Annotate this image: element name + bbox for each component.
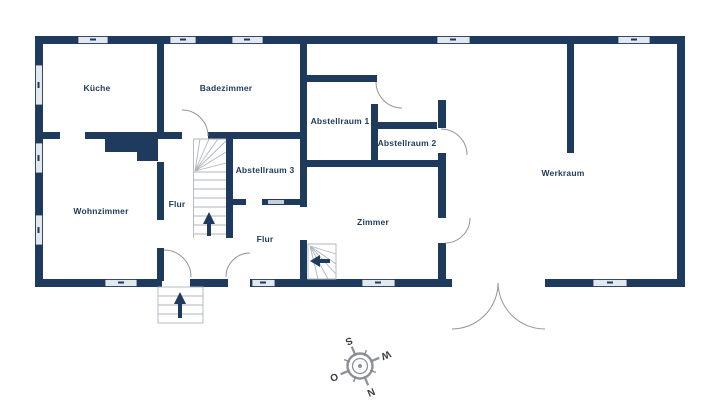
door-arc xyxy=(225,252,251,278)
window xyxy=(35,142,43,174)
interior-walls xyxy=(43,44,574,281)
chimney-block xyxy=(105,132,158,152)
main-staircase xyxy=(193,138,227,238)
entrance-door-arc xyxy=(163,249,192,278)
compass-letter-o: O xyxy=(328,370,340,383)
door-arc xyxy=(444,217,471,244)
room-labels: Küche Badezimmer Abstellraum 1 Abstellra… xyxy=(73,83,584,244)
sliding-door xyxy=(268,200,284,204)
stair-up-arrow xyxy=(203,212,215,236)
door-arc xyxy=(181,109,209,137)
room-label-werkraum: Werkraum xyxy=(541,168,584,178)
windows xyxy=(35,36,651,287)
compass-rose: S N W O xyxy=(328,334,392,398)
room-label-zimmer: Zimmer xyxy=(357,217,389,227)
door-arcs xyxy=(163,81,546,330)
room-label-flur-lower: Flur xyxy=(257,234,274,244)
room-label-abstellraum-2: Abstellraum 2 xyxy=(378,138,437,148)
room-label-abstellraum-1: Abstellraum 1 xyxy=(311,116,370,126)
window xyxy=(77,36,109,44)
window xyxy=(251,279,276,287)
stoop-up-arrow xyxy=(174,292,186,318)
room-label-flur-upper: Flur xyxy=(169,199,186,209)
winder-staircase xyxy=(307,243,337,280)
window xyxy=(104,279,138,287)
entrance-stoop xyxy=(157,286,204,324)
stair-left-arrow xyxy=(310,255,330,267)
window xyxy=(617,36,651,44)
window xyxy=(592,279,628,287)
window xyxy=(231,36,264,44)
compass-letter-w: W xyxy=(379,348,393,362)
window xyxy=(436,36,471,44)
door-arc xyxy=(440,128,468,156)
window xyxy=(35,214,43,246)
room-label-badezimmer: Badezimmer xyxy=(200,83,253,93)
window xyxy=(35,64,43,106)
compass-diagonal-spokes xyxy=(343,349,377,383)
door-arc xyxy=(375,81,403,109)
compass-letter-s: S xyxy=(343,334,354,347)
compass-main-spokes xyxy=(340,346,380,386)
double-door-arc-right xyxy=(497,282,546,330)
double-door-arc-left xyxy=(451,282,499,330)
entrance-door-opening xyxy=(162,279,190,287)
room-label-abstellraum-3: Abstellraum 3 xyxy=(236,165,295,175)
compass-letter-n: N xyxy=(365,385,376,398)
window xyxy=(361,279,396,287)
side-door-opening xyxy=(228,279,250,287)
room-label-wohnzimmer: Wohnzimmer xyxy=(73,206,129,216)
room-label-kueche: Küche xyxy=(84,83,111,93)
window xyxy=(169,36,197,44)
